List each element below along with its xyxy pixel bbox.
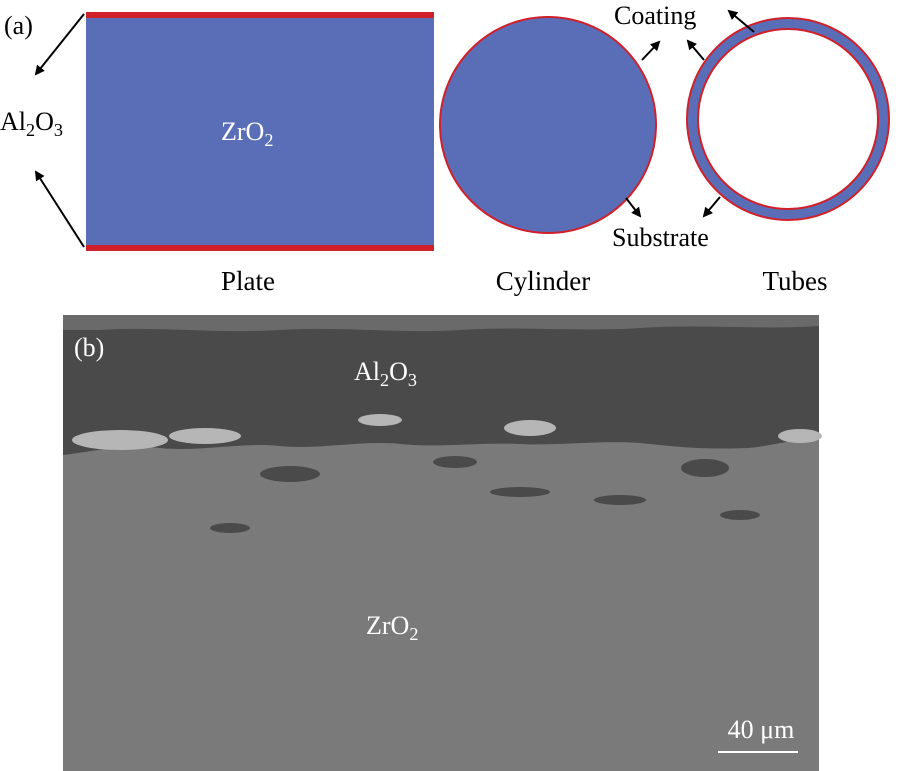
caption-tubes: Tubes: [762, 266, 827, 296]
plate-substrate: [86, 14, 434, 250]
cylinder-shape: [439, 16, 657, 234]
plate-diagram: ZrO2: [86, 12, 434, 251]
sem-particle: [169, 428, 241, 444]
arrow-substrate-tube: [702, 196, 721, 218]
sem-coating-region: [63, 315, 819, 455]
arrow-to-top-coating: [34, 13, 85, 76]
caption-plate: Plate: [221, 266, 275, 296]
cylinder-diagram: [439, 16, 657, 234]
tube-diagram: [686, 17, 890, 221]
plate-coating-bottom: [86, 245, 434, 251]
sem-particle: [504, 420, 556, 436]
plate-coating-top: [86, 12, 434, 18]
sem-inclusion: [260, 466, 320, 482]
coating-label: Coating: [614, 1, 696, 30]
caption-cylinder: Cylinder: [496, 266, 591, 296]
sem-particle: [778, 429, 822, 443]
arrow-substrate-cylinder: [625, 197, 642, 218]
sem-micrograph: [63, 315, 822, 771]
coating-material-label: Al2O3: [0, 107, 63, 140]
scale-bar-label: 40 μm: [728, 715, 795, 744]
arrow-coating-cylinder: [641, 40, 661, 61]
plate-material-label: ZrO2: [221, 117, 273, 150]
sem-inclusion: [681, 459, 729, 477]
panel-a-label: (a): [4, 11, 33, 40]
sem-inclusion: [720, 510, 760, 520]
arrow-coating-tube-edge: [727, 9, 755, 33]
sem-inclusion: [594, 495, 646, 505]
sem-fractured-edge: [63, 315, 819, 332]
sem-top-layer-label: Al2O3: [354, 357, 417, 390]
sem-bottom-layer-label: ZrO2: [366, 611, 418, 644]
arrow-to-bottom-coating: [34, 170, 85, 248]
tube-bore: [697, 28, 879, 210]
panel-b-label: (b): [74, 333, 104, 362]
sem-inclusion: [490, 487, 550, 497]
sem-inclusion: [210, 523, 250, 533]
sem-particle: [358, 414, 402, 426]
arrow-coating-tube-outer: [686, 39, 705, 61]
sem-inclusion: [433, 456, 477, 468]
substrate-label: Substrate: [612, 223, 709, 252]
sem-particle: [72, 430, 168, 450]
